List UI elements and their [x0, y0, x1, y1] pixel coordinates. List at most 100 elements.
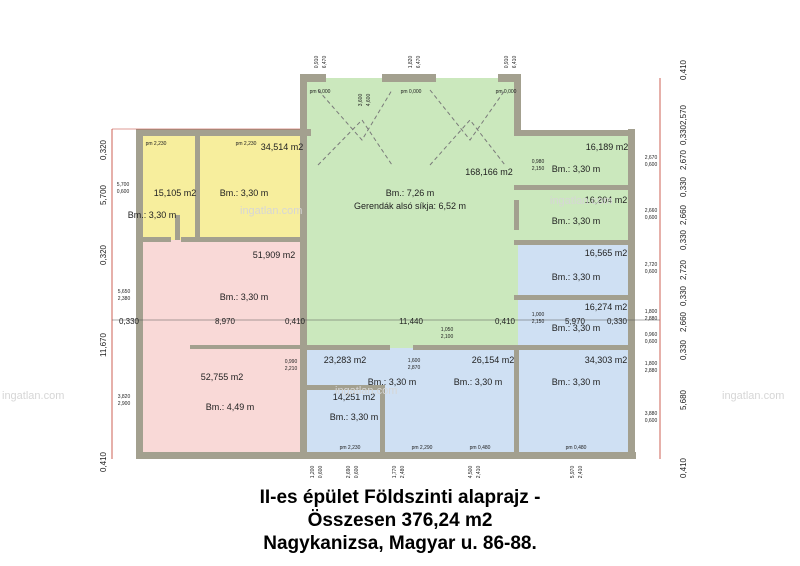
room-height-11: Bm.: 3,30 m	[454, 377, 503, 387]
dim-left-4: 0,410	[99, 451, 108, 472]
room-area-10: 23,283 m2	[324, 355, 367, 365]
note-9: 5,700	[117, 182, 130, 188]
wall-7	[498, 74, 518, 82]
room-height-4: Bm.: 4,49 m	[206, 402, 255, 412]
note-19: 1,600	[408, 358, 421, 364]
plan-title-line-1: II-es épület Földszinti alaprajz -	[259, 487, 541, 508]
wall-13	[514, 345, 634, 350]
room-fill-green-2	[518, 188, 633, 243]
dim-right-3: 2,670	[679, 149, 688, 170]
wall-9	[514, 130, 634, 136]
note-22: 2,150	[532, 319, 545, 325]
note-18: 2,150	[532, 166, 545, 172]
note-11: 5,650	[118, 289, 131, 295]
dim-right-0: 0,410	[679, 59, 688, 80]
wall-24	[514, 200, 519, 230]
wall-17	[175, 215, 180, 240]
note-3: pm 2,230	[146, 141, 167, 147]
note-47: 1,200	[310, 466, 316, 479]
note-55: 5,970	[570, 466, 576, 479]
dim-row-5: 5,970	[565, 317, 586, 326]
dim-left-3: 11,670	[99, 333, 108, 357]
room-height-8: Bm.: 3,30 m	[552, 323, 601, 333]
note-10: 0,600	[117, 189, 130, 195]
note-46: 6,410	[512, 56, 518, 69]
note-52: 2,480	[400, 466, 406, 479]
dim-right-11: 5,680	[679, 389, 688, 410]
watermark-right: ingatlan.com	[722, 390, 785, 402]
dim-right-12: 0,410	[679, 457, 688, 478]
wall-8	[514, 74, 521, 134]
room-area-2: 168,166 m2	[465, 167, 513, 177]
note-54: 2,410	[476, 466, 482, 479]
note-49: 2,690	[346, 466, 352, 479]
wall-20	[300, 345, 305, 459]
room-height-6: Bm.: 3,30 m	[552, 216, 601, 226]
room-height-10: Bm.: 3,30 m	[368, 377, 417, 387]
note-28: 0,600	[645, 215, 658, 221]
watermark-center2: ingatlan.com	[335, 385, 398, 397]
room-area-6: 16,204 m2	[585, 195, 628, 205]
note-36: 0,600	[645, 418, 658, 424]
dim-right-2: 0,330	[679, 124, 688, 145]
room-fill-blue-2	[518, 298, 633, 348]
wall-14	[195, 129, 200, 241]
note-8: pm 0,480	[566, 445, 587, 451]
room-height-12: Bm.: 3,30 m	[330, 412, 379, 422]
note-31: 1,800	[645, 309, 658, 315]
room-height-3: Bm.: 3,30 m	[220, 292, 269, 302]
dim-right-7: 2,720	[679, 259, 688, 280]
note-42: 6,470	[322, 56, 328, 69]
wall-19	[413, 345, 518, 350]
dim-row-0: 0,330	[119, 317, 140, 326]
note-25: 2,670	[645, 155, 658, 161]
wall-0	[136, 129, 311, 136]
room-height-2: Bm.: 7,26 m	[386, 188, 435, 198]
room-height-7: Bm.: 3,30 m	[552, 272, 601, 282]
wall-11	[514, 240, 634, 245]
dim-right-1: 2,570	[679, 104, 688, 125]
note-17: 0,980	[532, 159, 545, 165]
beam-line-4	[429, 119, 506, 166]
plan-title-line-2: Összesen 376,24 m2	[307, 510, 493, 531]
room-fill-office-yellow	[197, 135, 305, 240]
note-50: 0,600	[354, 466, 360, 479]
watermark-left: ingatlan.com	[2, 390, 65, 402]
note-30: 0,600	[645, 269, 658, 275]
note-0: pm 0,000	[310, 89, 331, 95]
note-53: 4,500	[468, 466, 474, 479]
room-height-9: Bm.: 3,30 m	[552, 377, 601, 387]
note-41: 0,910	[314, 56, 320, 69]
note-56: 2,410	[578, 466, 584, 479]
dim-right-8: 0,330	[679, 285, 688, 306]
note-26: 0,600	[645, 162, 658, 168]
watermark-center: ingatlan.com	[240, 205, 303, 217]
wall-25	[190, 345, 300, 349]
dim-right-6: 0,330	[679, 229, 688, 250]
wall-1	[136, 129, 143, 459]
room-fill-corridor	[305, 348, 518, 456]
note-20: 2,870	[408, 365, 421, 371]
plan-title-line-3: Nagykanizsa, Magyar u. 86-88.	[263, 533, 537, 554]
note-23: 1,050	[441, 327, 454, 333]
note-33: 0,960	[645, 332, 658, 338]
wall-22	[305, 385, 380, 390]
room-fill-green-1	[518, 133, 633, 188]
note-34: 0,600	[645, 339, 658, 345]
dim-left-2: 0,320	[99, 244, 108, 265]
note-1: pm 0,000	[401, 89, 422, 95]
room-area-9: 34,303 m2	[585, 355, 628, 365]
watermark-right2: ingatlan.com	[550, 195, 613, 207]
note-6: pm 2,290	[412, 445, 433, 451]
note-21: 1,000	[532, 312, 545, 318]
note-5: pm 2,230	[340, 445, 361, 451]
wall-3	[628, 129, 635, 459]
note-51: 1,770	[392, 466, 398, 479]
note-35: 3,880	[645, 411, 658, 417]
room-height-0: Bm.: 3,30 m	[128, 210, 177, 220]
room-area-8: 16,274 m2	[585, 302, 628, 312]
room-area-12: 14,251 m2	[333, 392, 376, 402]
note-45: 0,910	[504, 56, 510, 69]
dim-right-10: 0,330	[679, 339, 688, 360]
